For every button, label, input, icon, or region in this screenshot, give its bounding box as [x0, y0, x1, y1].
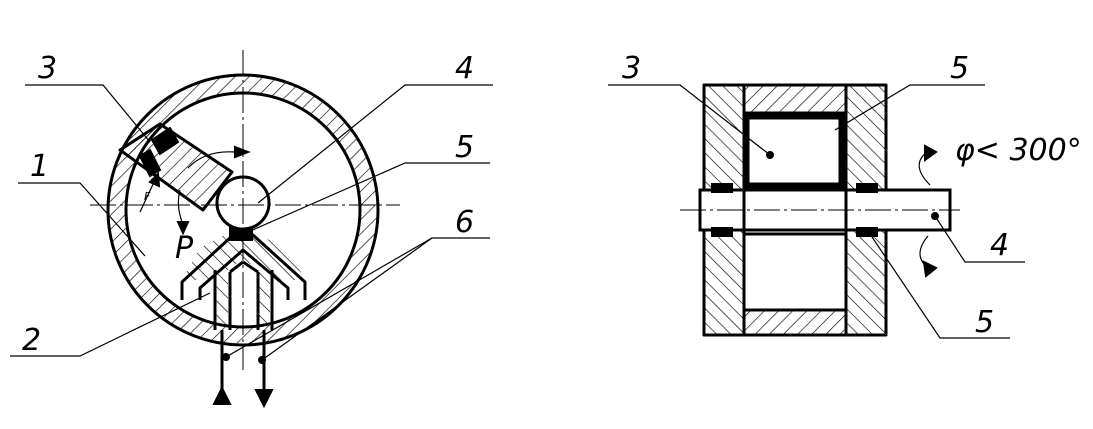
label-4-right: 4: [990, 228, 1009, 263]
label-force: F: [144, 190, 151, 203]
label-rotation-angle: φ< 300°: [955, 133, 1082, 168]
label-3-right: 3: [622, 51, 641, 86]
left-section-view: 3 1 2 4 5 6 F P: [10, 50, 493, 409]
label-5-right-bottom: 5: [975, 305, 994, 340]
label-2: 2: [22, 323, 41, 358]
vane-3: [742, 112, 846, 190]
label-1: 1: [30, 149, 49, 184]
seal-left-top: [711, 183, 733, 193]
label-4-left: 4: [455, 51, 474, 86]
outlet-arrow: [254, 389, 274, 409]
stator-block: [182, 225, 305, 325]
label-5-left: 5: [455, 130, 474, 165]
seal-right-top: [856, 183, 878, 193]
label-3-left: 3: [38, 51, 57, 86]
inlet-arrow: [212, 385, 232, 405]
seal-right-bottom: [856, 227, 878, 237]
label-6: 6: [455, 205, 474, 240]
label-pressure: P: [175, 231, 194, 266]
seal-left-bottom: [711, 227, 733, 237]
vane: [118, 122, 234, 212]
label-5-right-top: 5: [950, 51, 969, 86]
right-section-view: 3 5 φ< 300° 4 5: [608, 51, 1082, 340]
